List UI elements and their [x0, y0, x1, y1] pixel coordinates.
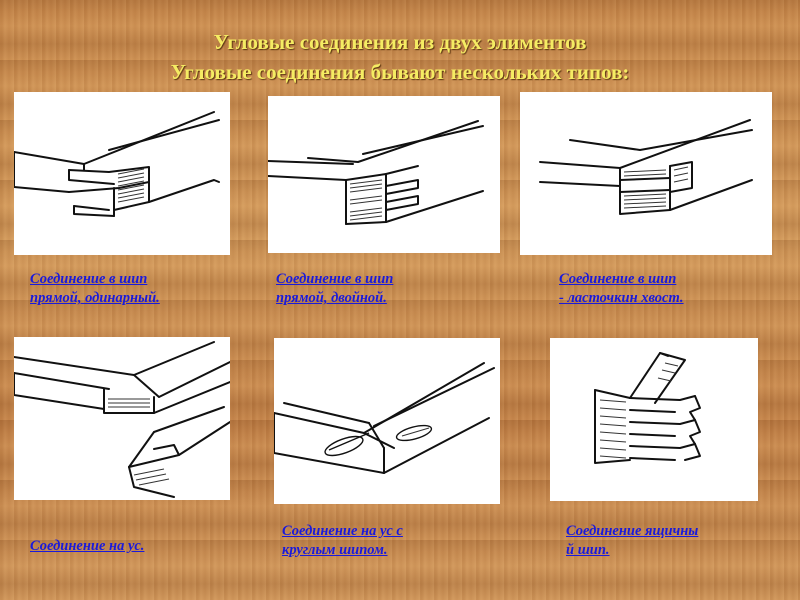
caption-line: Соединение ящичны [566, 523, 699, 539]
joint-caption-miter[interactable]: Соединение на ус. [30, 537, 144, 556]
caption-line: Соединение на ус. [30, 538, 145, 554]
caption-line: Соединение в шип [276, 271, 394, 287]
caption-line: круглым шипом. [282, 542, 388, 558]
slide-subtitle: Угловые соединения бывают нескольких тип… [170, 60, 630, 84]
caption-line: Соединение в шип [559, 271, 677, 287]
slide-title: Угловые соединения из двух элиментов [213, 30, 587, 54]
joint-caption-box-joint[interactable]: Соединение ящичны й шип. [566, 522, 698, 560]
joint-image-dovetail [520, 92, 772, 255]
caption-line: - ласточкин хвост. [559, 290, 684, 306]
caption-line: Соединение на ус с [282, 523, 403, 539]
caption-line: й шип. [566, 542, 610, 558]
caption-line: прямой, одинарный. [30, 290, 160, 306]
joint-image-straight-single [14, 92, 230, 255]
joint-image-box-joint [550, 338, 758, 501]
joint-image-miter [14, 337, 230, 500]
joint-caption-straight-single[interactable]: Соединение в шип прямой, одинарный. [30, 270, 160, 308]
joint-image-straight-double [268, 96, 500, 253]
joint-caption-dovetail[interactable]: Соединение в шип - ласточкин хвост. [559, 270, 684, 308]
joint-caption-miter-round-tenon[interactable]: Соединение на ус с круглым шипом. [282, 522, 403, 560]
caption-line: прямой, двойной. [276, 290, 387, 306]
joint-caption-straight-double[interactable]: Соединение в шип прямой, двойной. [276, 270, 393, 308]
joint-image-miter-round-tenon [274, 338, 500, 504]
caption-line: Соединение в шип [30, 271, 148, 287]
